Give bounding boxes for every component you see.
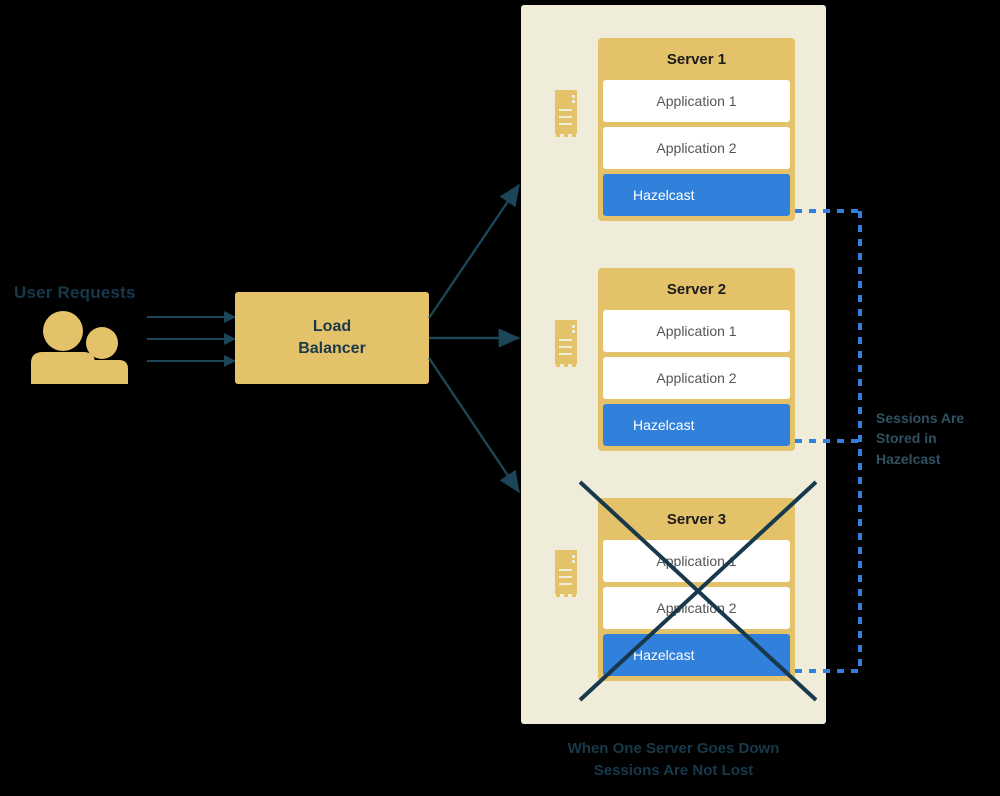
hazelcast-row[interactable]: Hazelcast [603, 174, 790, 216]
session-note-line-3: Hazelcast [876, 450, 941, 467]
app-row[interactable]: Application 2 [603, 127, 790, 169]
load-balancer-line-2: Balancer [298, 340, 366, 357]
load-balancer-line-1: Load [312, 318, 352, 336]
hazelcast-row[interactable]: Hazelcast [603, 404, 790, 446]
server-title-3: Server 3 [666, 510, 727, 528]
session-note-label: Sessions Are Stored in Hazelcast [876, 408, 996, 469]
app-row[interactable]: Application 1 [603, 80, 790, 122]
user-requests-label: User Requests [14, 283, 136, 302]
server-box-1[interactable]: Server 1 Application 1 Application 2 Haz… [598, 38, 795, 221]
server-title-2: Server 2 [666, 280, 727, 298]
caption-line-2: Sessions Are Not Lost [593, 761, 754, 779]
load-balancer-box[interactable]: Load Balancer [235, 292, 429, 384]
bottom-caption: When One Server Goes Down Sessions Are N… [521, 738, 826, 782]
user-request-arrow-3 [147, 355, 236, 367]
users-icon [27, 308, 132, 384]
server-box-2[interactable]: Server 2 Application 1 Application 2 Haz… [598, 268, 795, 451]
server-rows-3: Application 1 Application 2 Hazelcast [598, 540, 795, 681]
session-note-line-2: Stored in [876, 430, 937, 447]
app-row[interactable]: Application 1 [603, 310, 790, 352]
server-rack-icon-2 [553, 320, 579, 368]
user-request-arrow-2 [147, 333, 236, 345]
caption-line-1: When One Server Goes Down [567, 740, 780, 757]
hazelcast-row[interactable]: Hazelcast [603, 634, 790, 676]
server-rows-1: Application 1 Application 2 Hazelcast [598, 80, 795, 221]
app-row[interactable]: Application 2 [603, 587, 790, 629]
server-rack-icon-3 [553, 550, 579, 598]
server-rack-icon-1 [553, 90, 579, 138]
app-row[interactable]: Application 2 [603, 357, 790, 399]
app-row[interactable]: Application 1 [603, 540, 790, 582]
server-title-1: Server 1 [666, 50, 727, 68]
server-box-3[interactable]: Server 3 Application 1 Application 2 Haz… [598, 498, 795, 681]
user-request-arrow-1 [147, 311, 236, 323]
server-rows-2: Application 1 Application 2 Hazelcast [598, 310, 795, 451]
session-note-line-1: Sessions Are [876, 410, 965, 426]
